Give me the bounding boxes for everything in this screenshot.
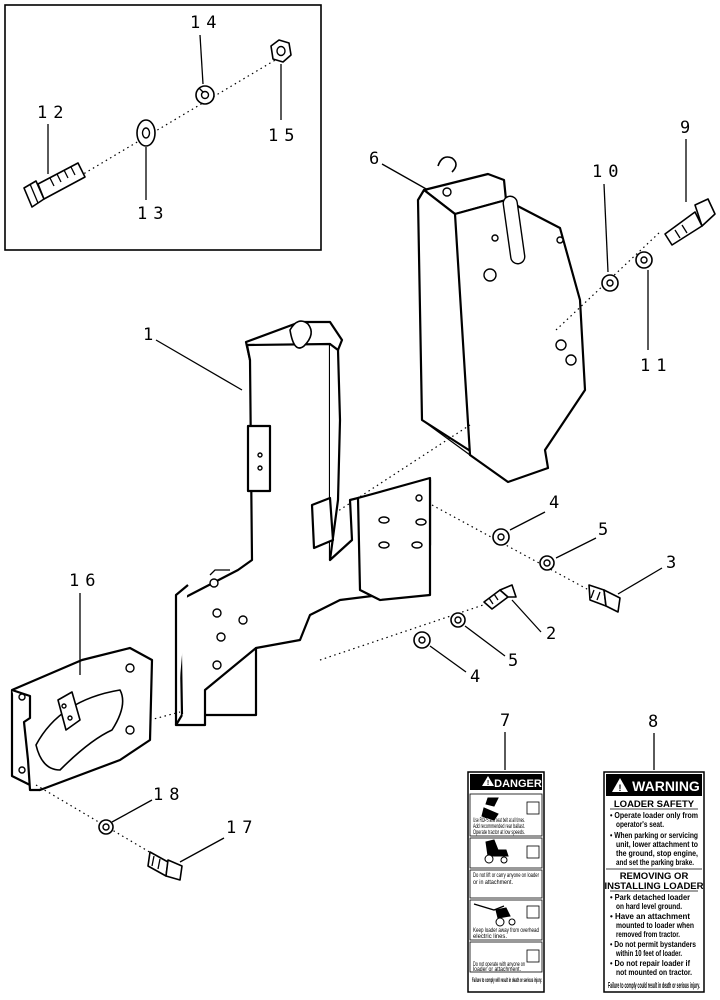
danger-line-3: Operate tractor at low speeds. <box>473 829 525 836</box>
axis-line-16-1 <box>149 711 181 721</box>
warning-s2-item-2a: • Have an attachment <box>610 911 690 921</box>
lock-washer-10-icon <box>601 274 619 292</box>
callout-7: 7 <box>500 711 516 731</box>
callout-10: 10 <box>592 162 624 182</box>
warning-s2-item-3a: • Do not permit bystanders <box>610 939 696 949</box>
axis-line-upper-hardware <box>431 504 599 596</box>
warning-section2-title-a: REMOVING OR <box>620 871 689 882</box>
callout-15: 15 <box>268 126 300 146</box>
axis-line-lower-hardware <box>319 600 496 661</box>
callout-6: 6 <box>369 149 385 169</box>
warning-s2-item-4a: • Do not repair loader if <box>610 958 690 968</box>
danger-line-9: loader or attachment. <box>473 966 521 973</box>
warning-s1-item-2d: and set the parking brake. <box>616 857 694 867</box>
hex-nut-15-icon <box>270 39 292 63</box>
callout-17: 17 <box>226 818 258 838</box>
callout-14: 14 <box>190 13 222 33</box>
danger-triangle-icon <box>482 776 494 786</box>
callout-16: 16 <box>69 571 101 591</box>
warning-s2-item-4b: not mounted on tractor. <box>616 967 692 977</box>
bolt-17-icon <box>147 851 183 881</box>
warning-s2-item-2b: mounted to loader when <box>616 920 694 930</box>
warning-section2-title-b: INSTALLING LOADER <box>604 881 703 892</box>
danger-line-7: electric lines. <box>473 933 507 940</box>
warning-s1-item-2a: • When parking or servicing <box>610 830 698 840</box>
warning-decal-8: ! WARNING LOADER SAFETY • Operate loader… <box>603 771 705 993</box>
bolt-2-icon <box>483 584 517 610</box>
flat-washer-11-icon <box>635 251 653 269</box>
bolt-3-icon <box>588 584 621 613</box>
flat-washer-4-lower-icon <box>413 631 431 649</box>
flat-washer-4-upper-icon <box>492 528 510 546</box>
callout-13: 13 <box>137 204 169 224</box>
inset-axis-line <box>79 55 283 177</box>
callout-4-upper: 4 <box>549 493 565 513</box>
mounting-plate-16 <box>10 646 154 792</box>
danger-line-6: Keep loader away from overhead <box>473 927 539 934</box>
mounting-bracket-6 <box>416 156 587 484</box>
lock-washer-5-lower-icon <box>450 612 466 628</box>
inset-frame <box>4 4 322 251</box>
warning-footer: Failure to comply could result in death … <box>608 980 700 990</box>
warning-s2-item-3b: within 10 feet of loader. <box>615 948 682 958</box>
warning-s1-item-1a: • Operate loader only from <box>610 810 698 820</box>
callout-1: 1 <box>143 325 159 345</box>
warning-s1-item-2b: unit, lower attachment to <box>616 839 698 849</box>
callout-12: 12 <box>37 103 69 123</box>
callout-8: 8 <box>648 712 664 732</box>
danger-line-2: Add recommended rear ballast. <box>473 823 525 830</box>
callout-3: 3 <box>666 553 682 573</box>
danger-line-8: Do not operate with anyone on <box>473 961 525 968</box>
danger-line-4: Do not lift or carry anyone on loader <box>473 872 540 879</box>
danger-line-5: or in attachment. <box>473 879 513 886</box>
warning-header: WARNING <box>632 778 700 794</box>
flat-washer-18-icon <box>98 819 114 835</box>
callout-5-lower: 5 <box>508 651 524 671</box>
callout-2: 2 <box>546 624 562 644</box>
svg-text:!: ! <box>619 783 622 793</box>
bolt-12-icon <box>23 162 86 208</box>
danger-line-1: Use ROPS and seat belt at all times. <box>473 817 525 824</box>
warning-triangle-icon <box>612 778 628 792</box>
danger-footer: Failure to comply will result in death o… <box>472 977 542 984</box>
callout-18: 18 <box>153 785 185 805</box>
warning-s1-item-1b: operator's seat. <box>616 819 664 829</box>
danger-decal-7: ! DANGER Use ROPS and seat belt at all t… <box>467 771 545 993</box>
mounting-frame-1 <box>174 320 432 727</box>
lock-washer-5-upper-icon <box>539 555 555 571</box>
axis-line-1-6 <box>334 424 471 514</box>
callout-9: 9 <box>680 118 696 138</box>
callout-11: 11 <box>640 356 672 376</box>
warning-section1-title: LOADER SAFETY <box>614 799 695 810</box>
warning-s2-item-2c: removed from tractor. <box>616 929 680 939</box>
lock-washer-14-icon <box>195 85 215 105</box>
bolt-9-icon <box>664 198 716 246</box>
danger-header: DANGER <box>494 778 542 790</box>
callout-5-upper: 5 <box>598 520 614 540</box>
warning-s2-item-1b: on hard level ground. <box>616 901 682 911</box>
svg-text:!: ! <box>487 780 489 787</box>
warning-s1-item-2c: the ground, stop engine, <box>616 848 698 858</box>
warning-s2-item-1a: • Park detached loader <box>610 892 691 902</box>
flat-washer-13-icon <box>136 119 156 147</box>
callout-4-lower: 4 <box>470 667 486 687</box>
